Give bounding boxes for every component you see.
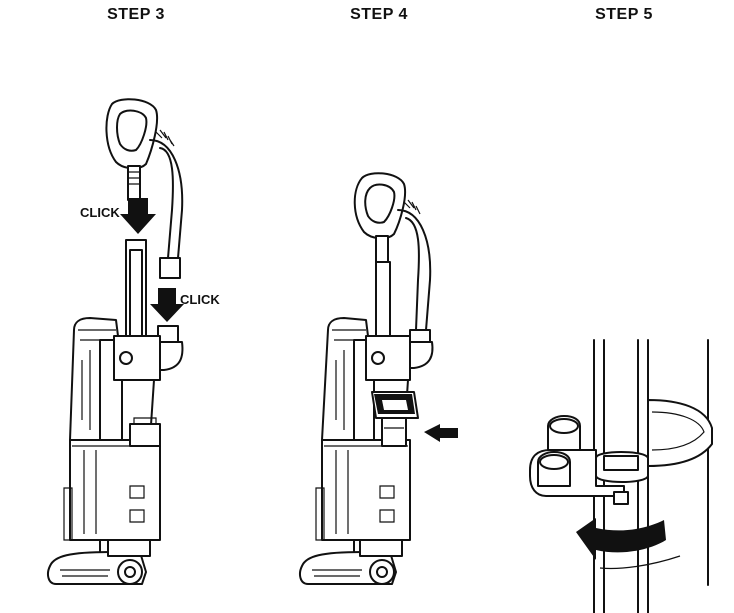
arrow-left-icon — [424, 424, 458, 442]
click-label-wand: CLICK — [80, 205, 120, 220]
rotate-arrow-icon — [576, 518, 666, 560]
step-5-title: STEP 5 — [595, 6, 653, 23]
arrow-down-icon — [150, 288, 184, 322]
step-4-title: STEP 4 — [350, 6, 408, 23]
step4-vacuum — [299, 172, 458, 585]
arrow-down-icon — [120, 198, 156, 234]
click-label-hose: CLICK — [180, 292, 220, 307]
step3-vacuum — [47, 98, 184, 585]
step5-closeup — [529, 339, 713, 613]
step-3-title: STEP 3 — [107, 6, 165, 23]
